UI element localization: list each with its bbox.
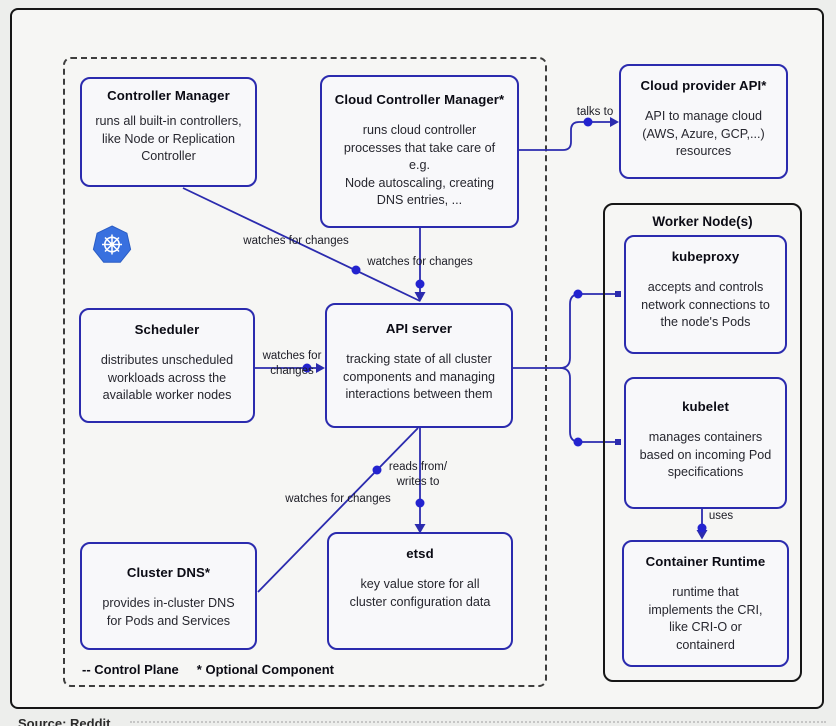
node-cloud-controller-manager: Cloud Controller Manager* runs cloud con… [320, 75, 519, 228]
node-body: runtime that implements the CRI, like CR… [648, 585, 763, 652]
node-body: accepts and controls network connections… [641, 280, 770, 329]
node-title: Container Runtime [645, 554, 766, 569]
edge-label-talks-to: talks to [576, 106, 614, 118]
bottom-dotted-rule [130, 721, 826, 723]
node-body: tracking state of all cluster components… [343, 352, 495, 401]
node-body: runs cloud controller processes that tak… [343, 123, 496, 207]
node-body: manages containers based on incoming Pod… [639, 430, 772, 479]
node-api-server: API server tracking state of all cluster… [325, 303, 513, 428]
node-title: Scheduler [134, 322, 200, 337]
node-body: provides in-cluster DNS for Pods and Ser… [102, 596, 235, 628]
node-title: kubelet [682, 399, 729, 414]
node-kubeproxy: kubeproxy accepts and controls network c… [624, 235, 787, 354]
edge-label-reads-writes: reads from/ writes to [388, 461, 448, 488]
node-body: distributes unscheduled workloads across… [100, 353, 234, 402]
worker-node-group: Worker Node(s) kubeproxy accepts and con… [603, 203, 802, 682]
legend-control-plane: -- Control Plane [82, 662, 179, 677]
node-title: API server [385, 321, 453, 336]
node-kubelet: kubelet manages containers based on inco… [624, 377, 787, 509]
node-body: runs all built-in controllers, like Node… [95, 114, 242, 163]
node-etsd: etsd key value store for all cluster con… [327, 532, 513, 650]
node-controller-manager: Controller Manager runs all built-in con… [80, 77, 257, 187]
node-cloud-provider-api: Cloud provider API* API to manage cloud … [619, 64, 788, 179]
edge-label-ccm-watches: watches for changes [367, 256, 473, 268]
node-body: key value store for all cluster configur… [349, 577, 491, 609]
legend: -- Control Plane * Optional Component [82, 662, 334, 677]
source-caption: Source: Reddit [18, 716, 111, 726]
kubernetes-logo-icon [92, 225, 132, 263]
edge-label-cm-watches: watches for changes [243, 235, 349, 247]
node-title: kubeproxy [671, 249, 740, 264]
edge-label-scheduler-watches: watches for changes [262, 350, 322, 377]
node-title: Cluster DNS* [126, 565, 211, 580]
control-plane-boundary [63, 57, 547, 687]
node-title: Cloud provider API* [640, 78, 767, 93]
node-cluster-dns: Cluster DNS* provides in-cluster DNS for… [80, 542, 257, 650]
edge-label-uses: uses [708, 510, 734, 522]
node-title: etsd [406, 546, 434, 561]
legend-optional-component: * Optional Component [196, 662, 334, 677]
edge-label-dns-watches: watches for changes [285, 493, 391, 505]
worker-node-group-title: Worker Node(s) [652, 214, 753, 229]
node-title: Cloud Controller Manager* [334, 92, 505, 107]
node-container-runtime: Container Runtime runtime that implement… [622, 540, 789, 667]
node-body: API to manage cloud (AWS, Azure, GCP,...… [642, 109, 765, 158]
node-scheduler: Scheduler distributes unscheduled worklo… [79, 308, 255, 423]
node-title: Controller Manager [107, 88, 230, 103]
